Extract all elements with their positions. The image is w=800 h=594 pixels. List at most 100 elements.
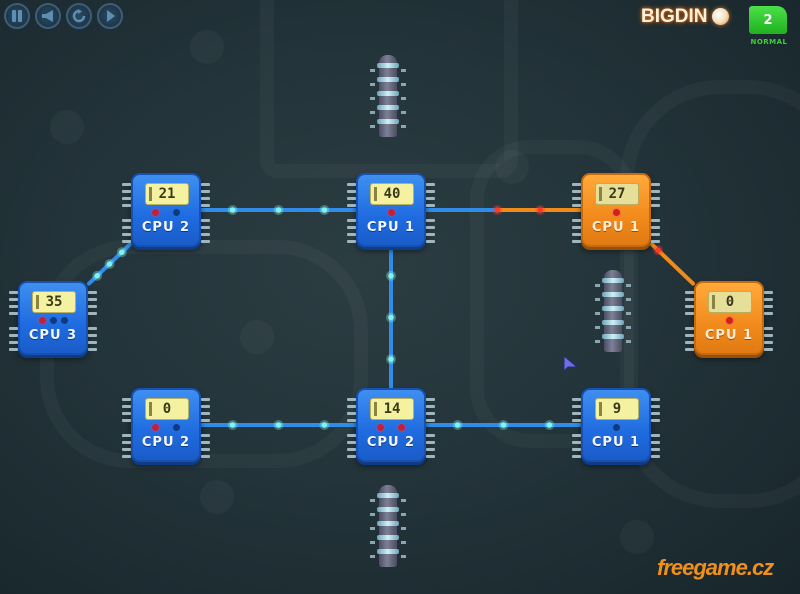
- capacitor-leg: [626, 284, 631, 287]
- capacitor-ring: [377, 493, 399, 498]
- chip-pins: [201, 183, 210, 243]
- chip-pins: [651, 183, 660, 243]
- level-number: 2: [763, 12, 773, 28]
- capacitor-body: [379, 55, 397, 137]
- capacitor-leg: [595, 312, 600, 315]
- signal-node: [321, 207, 328, 213]
- dino-egg-icon: [712, 8, 729, 25]
- chip-pins: [685, 291, 694, 351]
- capacitor-leg: [370, 527, 375, 530]
- signal-node: [229, 422, 236, 428]
- led-icon: [173, 209, 180, 216]
- cpu-label: CPU 2: [141, 435, 191, 450]
- signal-node: [655, 247, 661, 254]
- speaker-icon: [42, 10, 53, 22]
- cpu-label: CPU 2: [141, 220, 191, 235]
- chip-pins: [651, 398, 660, 458]
- capacitor-ring: [377, 535, 399, 540]
- led-icon: [398, 424, 405, 431]
- chip-pins: [572, 398, 581, 458]
- signal-node: [388, 356, 394, 363]
- freegame-watermark[interactable]: freegame.cz: [657, 555, 774, 580]
- cpu-label: CPU 3: [28, 328, 78, 343]
- capacitor-leg: [401, 69, 406, 72]
- capacitor-leg: [401, 83, 406, 86]
- led-icon: [60, 317, 68, 324]
- chip-pins: [426, 398, 435, 458]
- signal-node: [500, 422, 507, 428]
- chip-value-display: 21: [145, 183, 189, 205]
- cpu-label: CPU 1: [704, 328, 754, 343]
- signal-node: [388, 314, 394, 321]
- chip-pins: [764, 291, 773, 351]
- chip-value: 9: [612, 401, 622, 417]
- led-icon: [377, 424, 384, 431]
- capacitor-leg: [626, 312, 631, 315]
- restart-button[interactable]: [66, 3, 92, 29]
- led-icon: [49, 317, 57, 324]
- chip-pins: [9, 291, 18, 351]
- chip-pins: [572, 183, 581, 243]
- capacitor-body: [379, 485, 397, 567]
- capacitor-leg: [626, 298, 631, 301]
- chip-pins: [122, 183, 131, 243]
- pause-button[interactable]: [4, 3, 30, 29]
- difficulty-label: NORMAL: [750, 38, 788, 46]
- chip-leds: [20, 317, 86, 324]
- capacitor-leg: [595, 284, 600, 287]
- bigdino-logo[interactable]: BIGDIN: [641, 6, 708, 27]
- signal-node: [321, 422, 328, 428]
- led-icon: [152, 209, 159, 216]
- capacitor-ring: [602, 292, 624, 297]
- led-icon: [725, 317, 733, 324]
- chip-value-display: 9: [595, 398, 639, 420]
- capacitor-leg: [370, 97, 375, 100]
- capacitor-ring: [377, 63, 399, 68]
- signal-node: [454, 422, 461, 428]
- capacitor-leg: [370, 555, 375, 558]
- restart-icon: [72, 9, 86, 23]
- capacitor-leg: [401, 527, 406, 530]
- sound-button[interactable]: [35, 3, 61, 29]
- led-icon: [173, 424, 180, 431]
- led-icon: [387, 209, 395, 216]
- signal-node: [275, 207, 282, 213]
- signal-node: [537, 207, 544, 213]
- capacitor-leg: [401, 555, 406, 558]
- capacitor-leg: [401, 125, 406, 128]
- cpu-label: CPU 1: [366, 220, 416, 235]
- skip-button[interactable]: [97, 3, 123, 29]
- chip-value: 21: [158, 186, 176, 202]
- capacitor-ring: [377, 91, 399, 96]
- capacitor-leg: [370, 69, 375, 72]
- mouse-cursor-icon: [563, 354, 579, 379]
- chip-leds: [583, 424, 649, 431]
- chip-value-display: 0: [145, 398, 189, 420]
- chip-pins: [347, 398, 356, 458]
- signal-node: [494, 207, 501, 213]
- chip-leds: [133, 209, 199, 216]
- chip-pins: [88, 291, 97, 351]
- led-icon: [612, 424, 620, 431]
- capacitor-ring: [377, 549, 399, 554]
- capacitor-leg: [370, 125, 375, 128]
- capacitor-obstacle: [370, 55, 406, 137]
- capacitor-obstacle: [370, 485, 406, 567]
- chip-leds: [358, 209, 424, 216]
- chip-pins: [347, 183, 356, 243]
- capacitor-leg: [595, 298, 600, 301]
- led-icon: [38, 317, 46, 324]
- cpu-label: CPU 1: [591, 220, 641, 235]
- capacitor-leg: [370, 83, 375, 86]
- cpu-label: CPU 1: [591, 435, 641, 450]
